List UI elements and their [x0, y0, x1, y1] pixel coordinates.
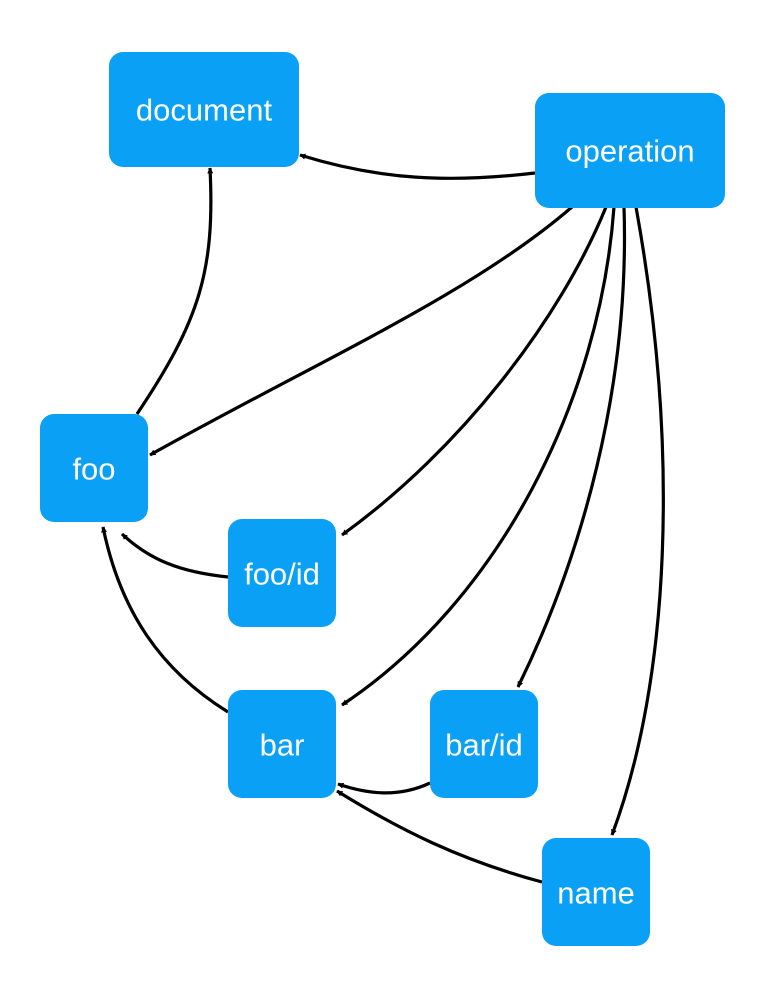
edge-bar-to-foo [101, 526, 229, 714]
edge-operation-to-foo [149, 205, 574, 457]
node-foo-label: foo [72, 452, 115, 487]
edge-foo-id-to-foo [120, 532, 229, 579]
edge-operation-to-foo-id [341, 206, 608, 537]
edge-name-to-bar [336, 789, 543, 884]
node-bar: bar [228, 690, 336, 798]
node-name: name [542, 838, 650, 946]
edge-foo-to-document [135, 167, 214, 415]
node-bar-id: bar/id [430, 690, 538, 798]
edge-bar-id-to-bar [337, 781, 431, 795]
node-document: document [109, 52, 299, 167]
edge-operation-to-document [299, 153, 536, 180]
node-document-label: document [136, 93, 273, 128]
edges [101, 153, 665, 884]
node-bar-label: bar [260, 728, 305, 763]
edge-operation-to-bar [341, 206, 616, 707]
node-operation: operation [535, 93, 725, 208]
node-bar-id-label: bar/id [445, 728, 523, 763]
node-operation-label: operation [565, 134, 694, 169]
edge-operation-to-bar-id [516, 206, 627, 688]
node-foo-id: foo/id [228, 519, 336, 627]
edge-operation-to-name [610, 206, 665, 836]
node-foo: foo [40, 414, 148, 522]
node-name-label: name [557, 876, 635, 911]
node-foo-id-label: foo/id [244, 557, 320, 592]
